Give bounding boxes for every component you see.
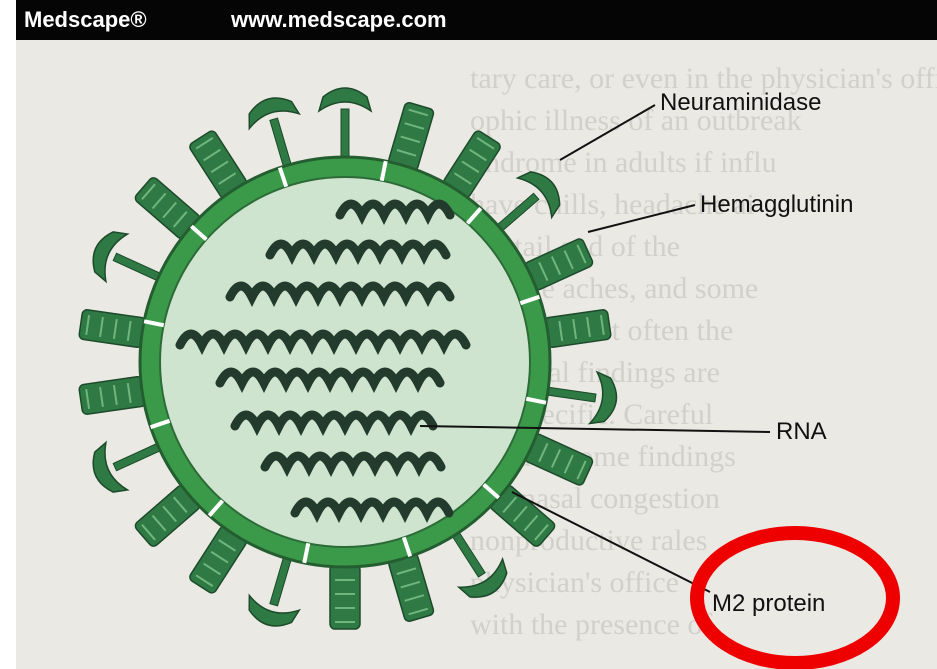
hemagglutinin-spike xyxy=(388,102,435,172)
background-text-line: nonproductive rales xyxy=(470,524,707,557)
medscape-header-bar: Medscape® www.medscape.com xyxy=(16,0,937,40)
influenza-virus-diagram: tary care, or even in the physician's of… xyxy=(16,40,937,669)
background-text-line: yndrome in adults if influ xyxy=(470,146,777,179)
neuraminidase-label: Neuraminidase xyxy=(660,89,821,116)
neuraminidase-spike xyxy=(319,88,371,159)
hemagglutinin-spike xyxy=(388,553,435,623)
m2-protein-label: M2 protein xyxy=(712,590,825,617)
hemagglutinin-spike xyxy=(79,309,147,348)
hemagglutinin-label: Hemagglutinin xyxy=(700,191,853,218)
influenza-virus-figure: tary care, or even in the physician's of… xyxy=(16,40,937,669)
background-text-line: with the presence of xyxy=(470,608,712,641)
medscape-brand: Medscape® xyxy=(24,0,147,40)
viral-interior xyxy=(160,177,530,547)
hemagglutinin-spike xyxy=(330,565,360,629)
medscape-url: www.medscape.com xyxy=(231,0,447,40)
rna-label: RNA xyxy=(776,418,827,445)
hemagglutinin-spike xyxy=(79,376,147,415)
